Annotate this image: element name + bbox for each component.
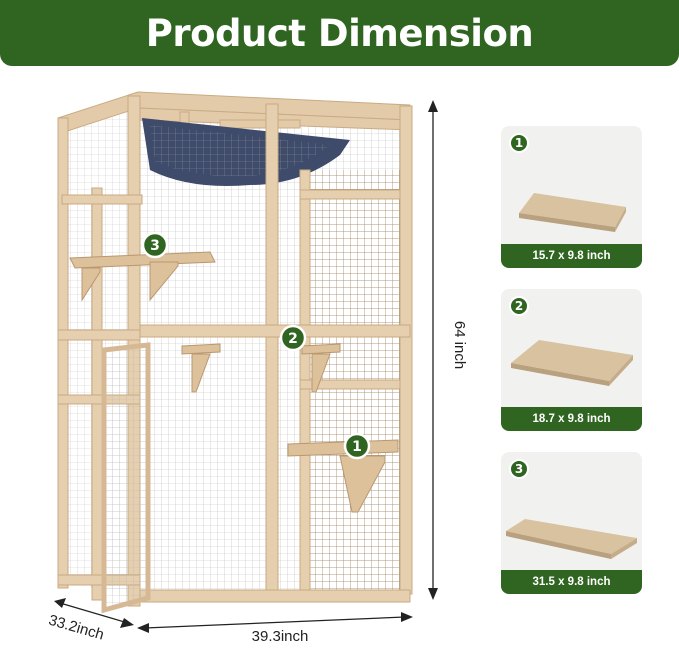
shelf-board-3 [506,519,637,559]
marker-2-text: 2 [288,331,298,347]
page-title: Product Dimension [145,11,534,55]
enclosure-door [101,342,151,614]
shelf-marker-1: 1 [343,432,371,460]
shelf-board-1 [519,193,626,232]
shelf-size-3: 31.5 x 9.8 inch [501,570,642,594]
shelf-card-2: 2 18.7 x 9.8 inch [501,289,642,431]
shelf-marker-3: 3 [141,231,169,259]
shelf-board-2 [511,340,633,386]
cat-enclosure-figure: 64 inch 39.3inch 33.2inch 3 2 1 [47,91,468,645]
height-dimension: 64 inch [428,100,468,600]
header-banner: Product Dimension [0,0,679,66]
height-label: 64 inch [451,321,468,369]
shelf-badge-2: 2 [509,296,529,316]
marker-3-text: 3 [150,238,160,254]
shelf-marker-2: 2 [279,324,307,352]
shelf-size-2: 18.7 x 9.8 inch [501,407,642,431]
width-label: 39.3inch [252,628,309,645]
depth-label: 33.2inch [47,612,106,644]
hammock [142,118,350,186]
shelves [69,251,399,513]
shelf-size-1: 15.7 x 9.8 inch [501,244,642,268]
width-dimension: 39.3inch [137,612,413,645]
shelf-card-3: 3 31.5 x 9.8 inch [501,452,642,594]
marker-1-text: 1 [352,439,362,455]
shelf-card-1: 1 15.7 x 9.8 inch [501,126,642,268]
shelf-badge-3: 3 [509,459,529,479]
shelf-badge-1: 1 [509,133,529,153]
